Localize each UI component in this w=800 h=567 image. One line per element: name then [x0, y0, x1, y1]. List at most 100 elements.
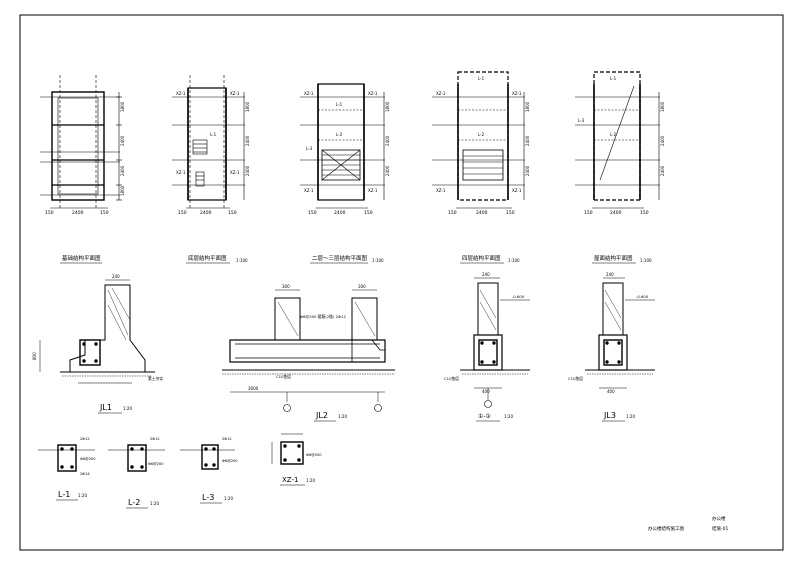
jl2-scale: 1:20 [338, 414, 347, 419]
l2-stirrup: Φ6@200 [148, 462, 164, 466]
plan4-xz-label-4: XZ-1 [512, 188, 522, 193]
plan1-dim-left: 150 [45, 210, 54, 216]
jl2-title: JL2 [315, 411, 328, 420]
plan2-side-dim-3: 2400 [245, 165, 250, 176]
jl3-concrete-label: C10垫层 [568, 376, 583, 381]
plan2-xz-label-2: XZ-1 [230, 91, 240, 96]
plan2-dim-right: 150 [228, 210, 237, 216]
l2-top-bar: 2Φ12 [150, 437, 160, 441]
jl1-dim-side: 800 [32, 352, 37, 360]
l1-bot-bar: 2Φ14 [80, 472, 90, 476]
plan3-xz-label-3: XZ-1 [304, 188, 314, 193]
jl1-dim-top: 240 [112, 274, 120, 279]
l3-top-bar: 2Φ12 [222, 437, 232, 441]
section-1-1 [460, 277, 530, 408]
plan3-dim-right: 150 [364, 210, 373, 216]
l3-title: L-3 [202, 493, 214, 502]
plan2-dim-mid: 2400 [200, 210, 212, 216]
plan-ground [172, 75, 245, 210]
jl2-dim-span: 3000 [248, 386, 259, 391]
sec11-dim-bottom: 400 [482, 389, 490, 394]
plan4-xz-label-3: XZ-1 [436, 188, 446, 193]
plan4-side-dim-1: 1800 [525, 101, 530, 112]
plan4-xz-label-2: XZ-1 [512, 91, 522, 96]
jl2-concrete-label: C10垫层 [276, 374, 291, 379]
xz1-title: XZ-1 [282, 476, 298, 484]
plan1-side-dim-2: 2400 [120, 135, 125, 146]
plan-fourth [432, 71, 525, 209]
l1-top-bar: 2Φ12 [80, 437, 90, 441]
plan5-side-dim-2: 2400 [660, 135, 665, 146]
detail-l1 [38, 444, 95, 472]
plan3-l1-label: L-1 [336, 102, 343, 107]
plan3-side-dim-2: 2400 [385, 135, 390, 146]
plan1-title: 基础结构平面图 [62, 254, 101, 262]
plan-roof [575, 71, 660, 209]
plan3-title: 二层～三层结构平面图 [312, 254, 368, 262]
footer-drawing-no: 结施-01 [712, 525, 728, 532]
plan3-xz-label-4: XZ-1 [368, 188, 378, 193]
footer-project: 办公楼 [712, 515, 726, 522]
plan-second-third [300, 83, 385, 209]
plan3-scale: 1:100 [372, 258, 384, 263]
plan2-xz-label-1: XZ-1 [176, 91, 186, 96]
l1-title: L-1 [58, 490, 70, 499]
sec11-elev: -0.600 [512, 294, 525, 299]
plan4-dim-mid: 2400 [476, 210, 488, 216]
jl1-soil-label: 素土夯实 [148, 376, 163, 381]
plan3-l3-label: L-3 [306, 146, 313, 151]
l1-stirrup: Φ6@200 [80, 457, 96, 461]
plan2-title: 底层结构平面图 [188, 254, 227, 262]
jl2-dim-top-right: 300 [358, 284, 366, 289]
plan4-scale: 1:100 [508, 258, 520, 263]
plan4-dim-right: 150 [506, 210, 515, 216]
plan5-title: 屋面结构平面图 [594, 254, 633, 262]
section-jl2 [222, 289, 395, 412]
jl3-title: JL3 [603, 411, 616, 420]
footer-title: 办公楼结构施工图 [648, 525, 684, 532]
plan3-xz-label-1: XZ-1 [304, 91, 314, 96]
jl1-scale: 1:20 [123, 406, 132, 411]
section-jl1 [39, 279, 155, 384]
plan3-dim-mid: 2400 [334, 210, 346, 216]
sec11-concrete-label: C10垫层 [444, 376, 459, 381]
plan2-side-dim-2: 2400 [245, 135, 250, 146]
plan1-side-dim-4: 1800 [120, 185, 125, 196]
plan-foundation [40, 75, 122, 210]
plan4-side-dim-2: 2400 [525, 135, 530, 146]
xz1-scale: 1:20 [306, 478, 315, 483]
detail-l2 [108, 444, 165, 472]
l1-scale: 1:20 [78, 493, 87, 498]
l2-title: L-2 [128, 498, 140, 507]
plan4-side-dim-3: 2400 [525, 165, 530, 176]
detail-xz1 [271, 433, 304, 465]
plan3-xz-label-2: XZ-1 [368, 91, 378, 96]
jl2-dim-top-left: 300 [282, 284, 290, 289]
jl3-scale: 1:20 [626, 414, 635, 419]
l3-scale: 1:20 [224, 496, 233, 501]
plan5-side-dim-1: 1800 [660, 101, 665, 112]
plan4-l1-label: L-1 [478, 76, 485, 81]
plan4-l2-label: L-2 [478, 132, 485, 137]
jl3-elev: -0.600 [636, 294, 649, 299]
plan2-dim-left: 150 [178, 210, 187, 216]
plan5-side-dim-3: 2400 [660, 165, 665, 176]
plan5-dim-left: 150 [584, 210, 593, 216]
plan5-scale: 1:100 [640, 258, 652, 263]
plan4-dim-left: 150 [448, 210, 457, 216]
plan5-l3-label: L-3 [578, 118, 585, 123]
plan3-side-dim-1: 1800 [385, 101, 390, 112]
plan1-dim-mid: 2400 [72, 210, 84, 216]
plan1-side-dim-1: 1800 [120, 101, 125, 112]
sheet-border [19, 14, 784, 551]
section-jl3 [585, 277, 655, 389]
jl2-rebar-note: Φ6@200 箍筋(2肢) 2Φ12 [300, 314, 346, 319]
plan2-l1-label: L-1 [210, 132, 217, 137]
sec11-scale: 1:20 [504, 414, 513, 419]
plan3-l2-label: L-2 [336, 132, 343, 137]
plan2-xz-label-3: XZ-1 [176, 170, 186, 175]
plan2-scale: 1:100 [236, 258, 248, 263]
l3-stirrup: Φ6@200 [222, 459, 238, 463]
plan2-side-dim-1: 1800 [245, 101, 250, 112]
plan3-dim-left: 150 [308, 210, 317, 216]
